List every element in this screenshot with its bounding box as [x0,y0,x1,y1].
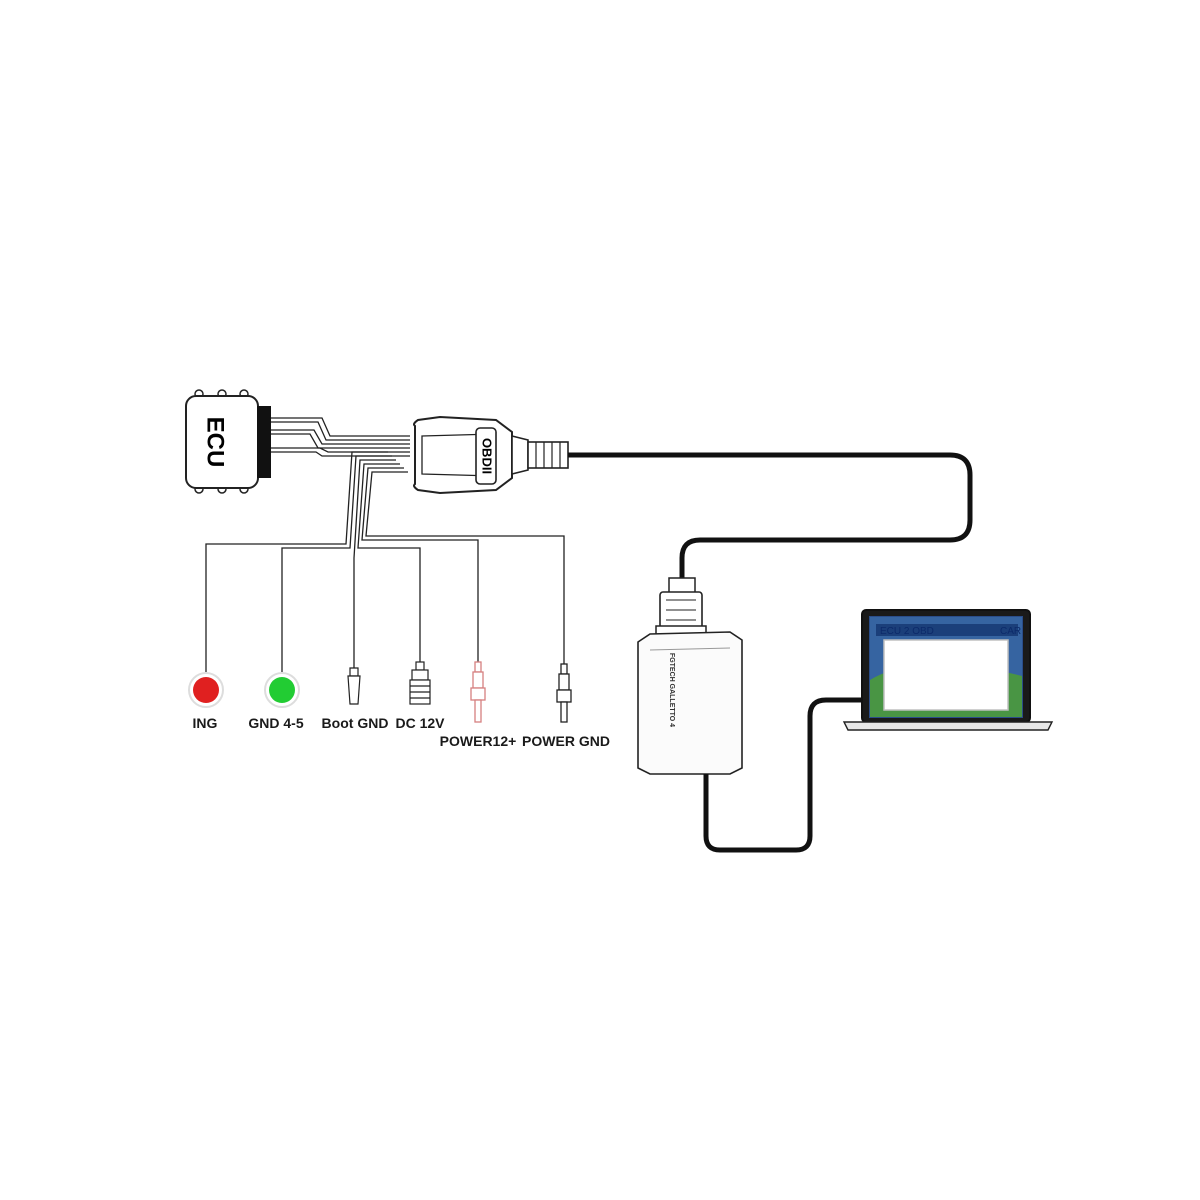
screen-title-left: ECU 2 OBD [880,626,934,637]
obd2-connector: OBDII [413,415,569,495]
breakout-wires [205,451,565,672]
boot-gnd-label: Boot GND [322,715,389,731]
obd-cable [568,452,973,592]
dc12v-plug-icon [409,661,431,705]
gnd45-label: GND 4-5 [248,715,303,731]
power-gnd-plug-icon [556,663,572,723]
interface-device: FGTECH GALLETTO 4 [637,577,743,775]
laptop: ECU 2 OBD CAR [842,609,1054,731]
power-gnd-label: POWER GND [522,733,610,749]
ecu-module: ECU [185,389,271,494]
dc12v-label: DC 12V [395,715,445,731]
screen-title-right: CAR [1000,626,1021,637]
ing-connector-icon [188,672,224,708]
usb-cable [703,697,862,853]
ecu-harness [271,417,410,457]
boot-gnd-clip-icon [347,667,361,705]
device-label: FGTECH GALLETTO 4 [668,653,675,727]
power12-label: POWER12+ [440,733,517,749]
ecu-label: ECU [202,417,229,468]
gnd45-connector-icon [264,672,300,708]
power12-plug-icon [470,661,486,723]
obd2-label: OBDII [480,438,495,474]
ing-label: ING [193,715,218,731]
